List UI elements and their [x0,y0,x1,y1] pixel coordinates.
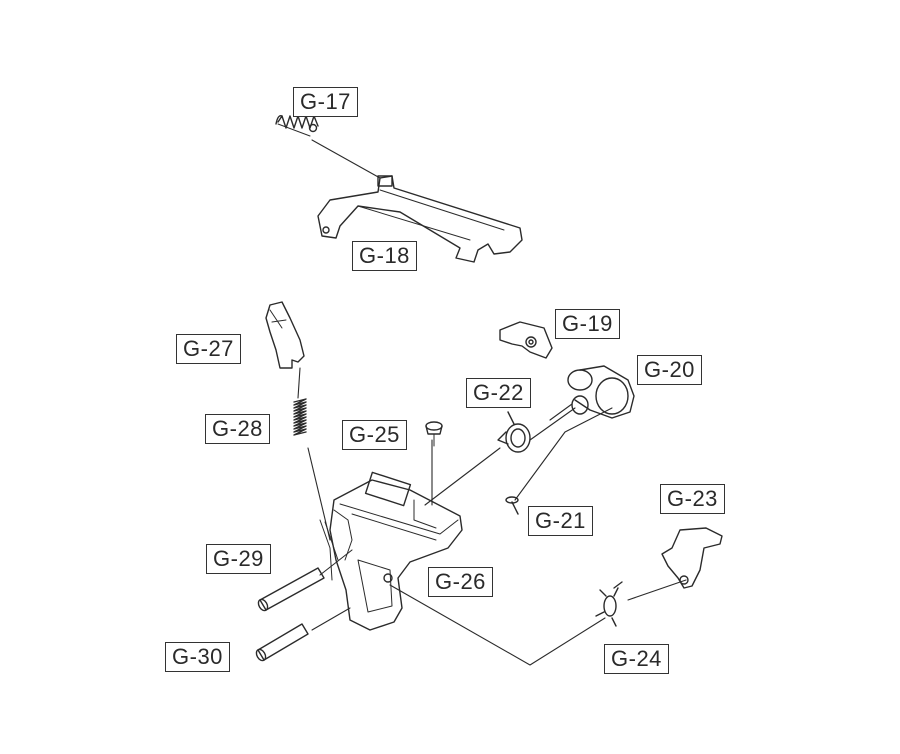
trigger-bar-g18 [317,175,523,263]
label-g25: G-25 [342,420,407,450]
label-g19: G-19 [555,309,620,339]
label-g24: G-24 [604,644,669,674]
screw-g25 [425,421,443,447]
label-g27: G-27 [176,334,241,364]
leader-lines [297,139,687,666]
label-g28: G-28 [205,414,270,444]
pin-g21 [505,496,519,515]
pin-g29 [257,567,325,612]
label-g29: G-29 [206,544,271,574]
spring-g28 [293,398,307,436]
hammer-g19 [499,321,553,359]
housing-g26 [319,471,463,631]
spring-g17 [275,114,319,137]
lever-g23 [661,527,723,589]
label-g18: G-18 [352,241,417,271]
label-g21: G-21 [528,506,593,536]
label-g20: G-20 [637,355,702,385]
trigger-g27 [265,301,305,369]
label-g22: G-22 [466,378,531,408]
spring-g24 [595,581,623,627]
label-g26: G-26 [428,567,493,597]
sear-g20 [549,365,635,421]
label-g30: G-30 [165,642,230,672]
spring-g22 [497,411,531,453]
label-g17: G-17 [293,87,358,117]
pin-g30 [255,623,309,662]
label-g23: G-23 [660,484,725,514]
